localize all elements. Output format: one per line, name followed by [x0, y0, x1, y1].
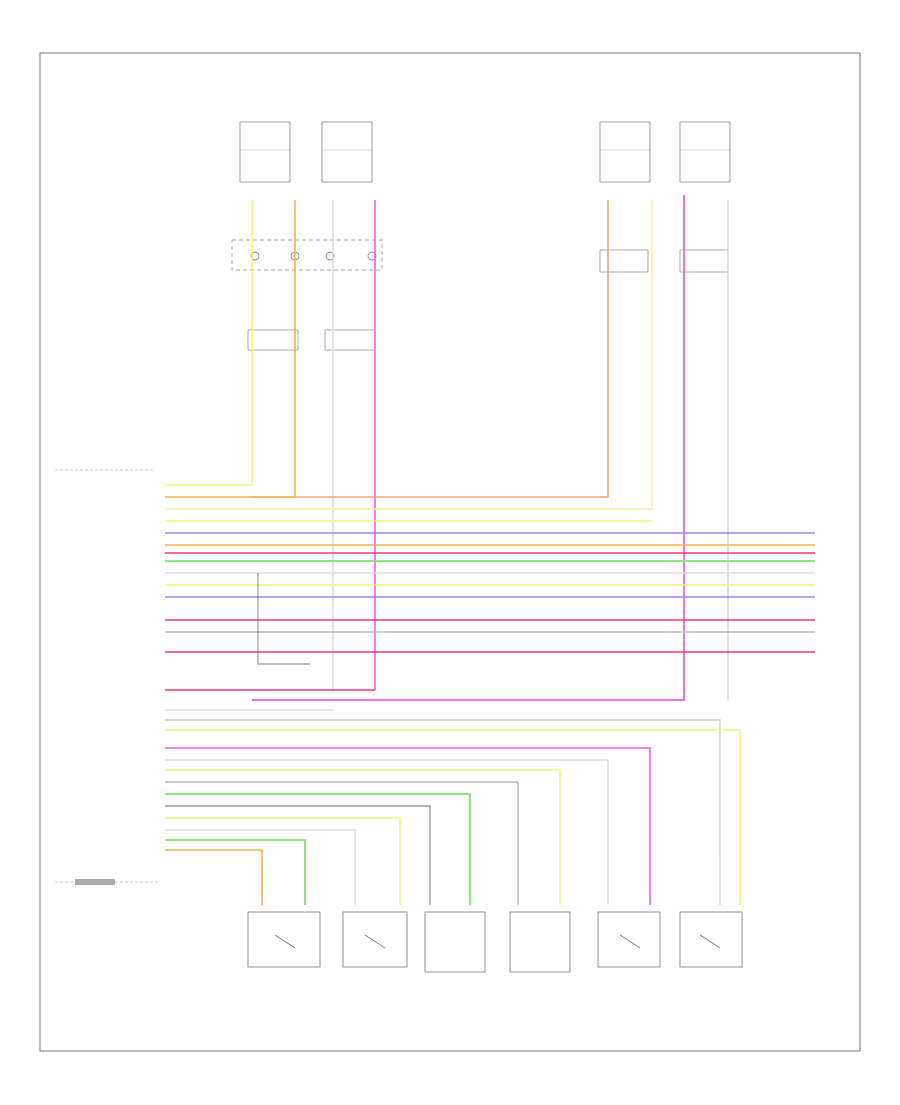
- switch-icon: [597, 911, 661, 968]
- ground-icon: [55, 879, 160, 885]
- clockspring-box: [231, 239, 383, 271]
- diagram-frame: [39, 52, 861, 1052]
- tl-connector-a: [239, 121, 291, 183]
- horizontal-wires-lower: [165, 689, 741, 860]
- tl-resistor-a: [247, 329, 299, 351]
- vertical-wires-top: [251, 195, 729, 701]
- sensor-box-b: [509, 911, 571, 973]
- top-right-module-group: [599, 121, 731, 273]
- switch-icon: [342, 911, 408, 968]
- top-left-module-group: [231, 121, 383, 351]
- tr-resistor-a: [599, 249, 649, 273]
- switch-icon: [679, 911, 743, 968]
- switch-icon: [247, 911, 321, 968]
- tr-connector-a: [599, 121, 651, 183]
- tl-connector-b: [321, 121, 373, 183]
- bottom-components: [247, 911, 743, 973]
- shield-bracket: [257, 573, 310, 665]
- horizontal-wires-upper: [165, 484, 815, 653]
- bottom-drops: [261, 860, 741, 905]
- tr-resistor-b: [679, 249, 729, 273]
- sensor-box-a: [424, 911, 486, 973]
- tr-connector-b: [679, 121, 731, 183]
